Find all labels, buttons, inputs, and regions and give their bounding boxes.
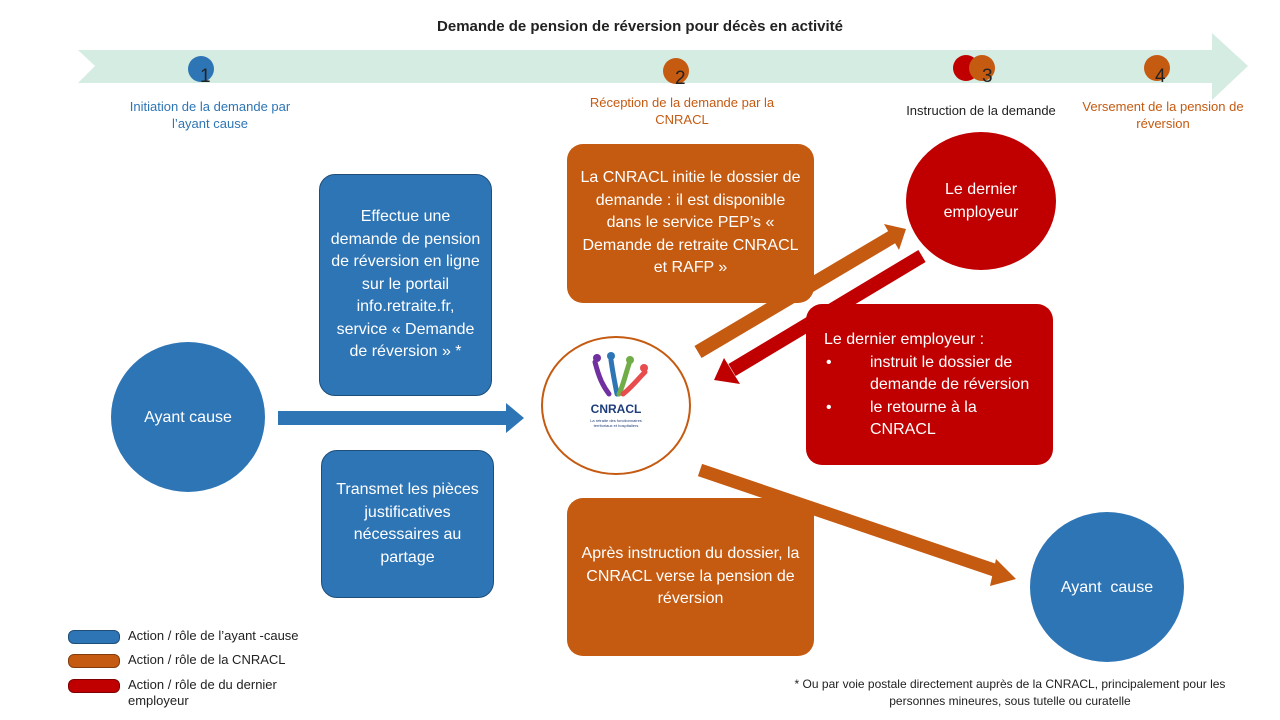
cnracl-logo-circle: CNRACL La retraite des fonctionnaires te… — [541, 336, 691, 475]
box-cnracl-initie: La CNRACL initie le dossier de demande :… — [567, 144, 814, 303]
cnracl-logo-tagline: La retraite des fonctionnaires territori… — [590, 418, 642, 428]
step-1-number: 1 — [200, 66, 211, 87]
page-title: Demande de pension de réversion pour déc… — [437, 18, 843, 35]
box-dernier-employeur: Le dernier employeur : instruit le dossi… — [806, 304, 1053, 465]
cnracl-logo-name: CNRACL — [590, 402, 642, 416]
ayant-cause-circle-left: Ayant cause — [111, 342, 265, 492]
step-4-dot — [1144, 55, 1170, 81]
legend-swatch-red — [68, 679, 120, 693]
step-3-dot-orange — [969, 55, 995, 81]
arrow-ayant-cause-to-cnracl — [278, 403, 524, 433]
legend-item-ayant-cause: Action / rôle de l’ayant -cause — [68, 628, 299, 644]
step-4-label: Versement de la pension de réversion — [1082, 99, 1244, 131]
box-transmet-pieces: Transmet les pièces justificatives néces… — [321, 450, 494, 598]
box-effectue-demande: Effectue une demande de pension de réver… — [319, 174, 492, 396]
box-transmet-text: Transmet les pièces justificatives néces… — [336, 481, 479, 566]
box-apres-instruction-text: Après instruction du dossier, la CNRACL … — [581, 545, 800, 608]
ayant-cause-right-label: Ayant cause — [1060, 578, 1154, 596]
legend-swatch-orange — [68, 654, 120, 668]
step-3-number: 3 — [982, 66, 993, 87]
step-1-dot — [188, 56, 214, 82]
step-2-dot — [663, 58, 689, 84]
dernier-employeur-label: Le dernier employeur — [943, 181, 1019, 221]
legend-label: Action / rôle de du dernier employeur — [128, 677, 277, 708]
dernier-employeur-circle: Le dernier employeur — [906, 132, 1056, 270]
ayant-cause-circle-right: Ayant cause — [1030, 512, 1184, 662]
cnracl-logo-figures-icon — [592, 352, 648, 397]
step-4-number: 4 — [1155, 66, 1166, 87]
box-employeur-title: Le dernier employeur : — [824, 331, 985, 349]
box-employeur-bullet: le retourne à la CNRACL — [824, 397, 1039, 442]
box-employeur-bullets: instruit le dossier de demande de révers… — [824, 352, 1039, 442]
legend-label: Action / rôle de l’ayant -cause — [128, 628, 299, 643]
legend-swatch-blue — [68, 630, 120, 644]
box-effectue-text: Effectue une demande de pension de réver… — [330, 208, 481, 361]
step-2-number: 2 — [675, 68, 686, 89]
box-cnracl-initie-text: La CNRACL initie le dossier de demande :… — [580, 169, 801, 277]
timeline-arrow — [78, 33, 1248, 100]
arrow-cnracl-to-ayant-cause — [697, 463, 1003, 579]
legend-item-employeur: Action / rôle de du dernier employeur — [68, 677, 328, 709]
footnote: * Ou par voie postale directement auprès… — [794, 677, 1226, 708]
legend-label: Action / rôle de la CNRACL — [128, 652, 286, 667]
box-apres-instruction: Après instruction du dossier, la CNRACL … — [567, 498, 814, 656]
ayant-cause-left-label: Ayant cause — [144, 408, 232, 426]
step-2-label: Réception de la demande par la CNRACL — [589, 95, 775, 127]
step-3-label: Instruction de la demande — [906, 103, 1056, 118]
step-1-label: Initiation de la demande par l’ayant cau… — [129, 99, 291, 131]
legend-item-cnracl: Action / rôle de la CNRACL — [68, 652, 286, 668]
box-employeur-bullet: instruit le dossier de demande de révers… — [824, 352, 1039, 397]
